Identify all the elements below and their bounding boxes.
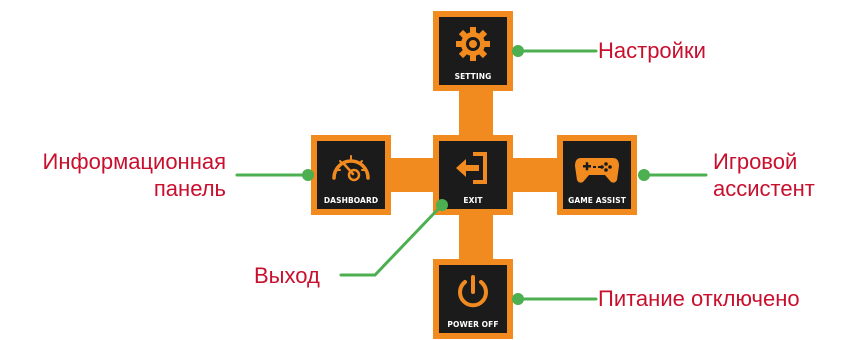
- power-icon: [439, 269, 507, 315]
- dashboard-label: DASHBOARD: [323, 196, 379, 205]
- setting-leader-dot: [512, 45, 524, 57]
- power-off-leader-dot: [512, 293, 524, 305]
- dashboard-tile[interactable]: DASHBOARD: [311, 135, 391, 215]
- gamepad-icon: [563, 145, 631, 191]
- setting-callout: Настройки: [598, 38, 706, 63]
- game-assist-label: GAME ASSIST: [568, 196, 626, 205]
- gear-icon: [439, 21, 507, 67]
- power-off-tile[interactable]: POWER OFF: [433, 259, 513, 339]
- power-off-callout: Питание отключено: [598, 286, 800, 311]
- exit-leader-line: [339, 203, 444, 277]
- exit-door-icon: [439, 145, 507, 191]
- game-assist-tile[interactable]: GAME ASSIST: [557, 135, 637, 215]
- setting-label: SETTING: [454, 72, 492, 81]
- game-assist-leader-dot: [638, 169, 650, 181]
- exit-tile[interactable]: EXIT: [433, 135, 513, 215]
- dashboard-callout-line1: Информационная: [42, 149, 226, 174]
- setting-tile[interactable]: SETTING: [433, 11, 513, 91]
- game-assist-callout-line1: Игровой: [713, 149, 798, 174]
- power-off-label: POWER OFF: [447, 320, 499, 329]
- dashboard-callout: Информационная панель: [5, 148, 226, 202]
- speedometer-icon: [317, 145, 385, 191]
- exit-callout: Выход: [254, 263, 320, 288]
- game-assist-callout: Игровой ассистент: [713, 148, 815, 202]
- game-assist-callout-line2: ассистент: [713, 176, 815, 201]
- dashboard-callout-line2: панель: [153, 176, 226, 201]
- exit-label: EXIT: [463, 196, 483, 205]
